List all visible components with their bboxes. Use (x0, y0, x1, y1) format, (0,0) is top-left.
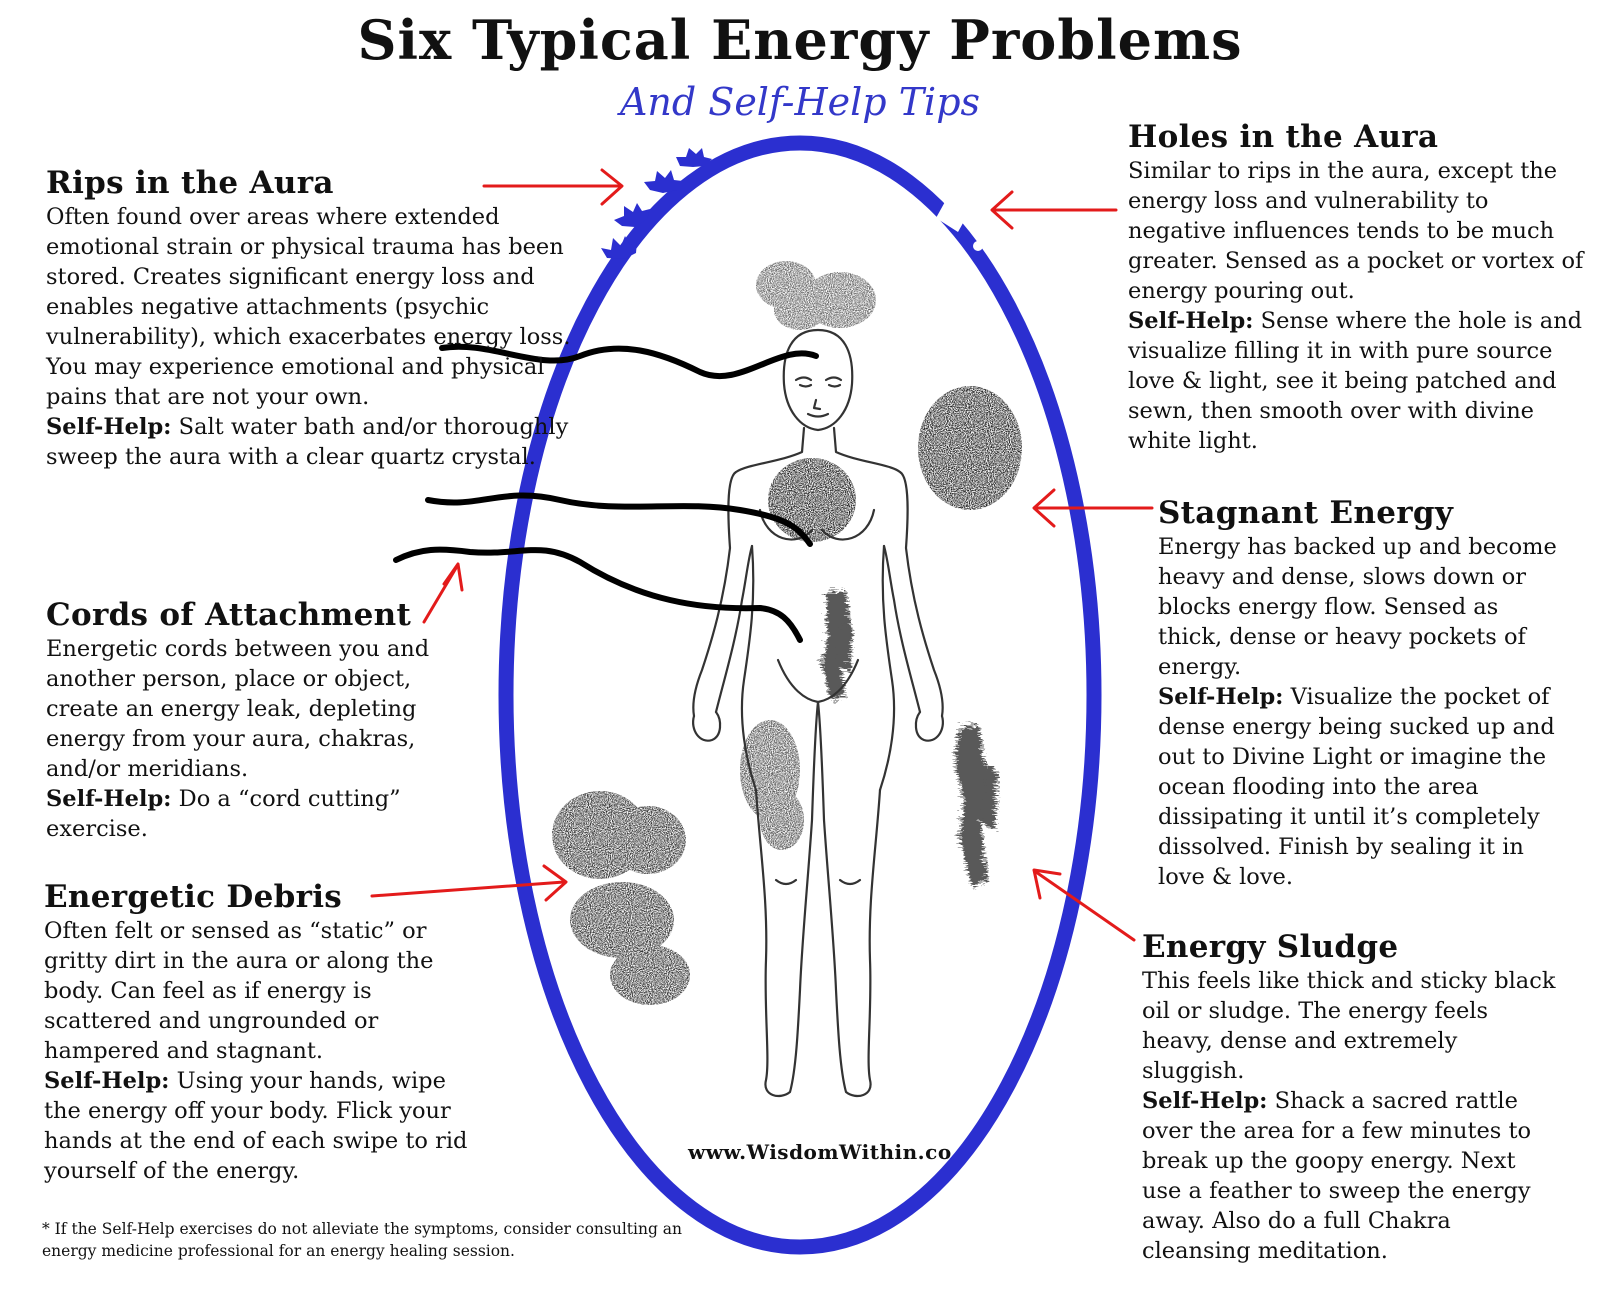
section-cords-title: Cords of Attachment (46, 597, 412, 633)
page-title: Six Typical Energy Problems (357, 8, 1243, 72)
aura-hole-mark (973, 241, 983, 251)
attachment-cords (393, 343, 819, 643)
section-stagnant: Stagnant Energy Energy has backed up and… (1158, 494, 1558, 892)
section-debris: Energetic Debris Often felt or sensed as… (44, 878, 484, 1186)
section-sludge-help-text: Shack a sacred rattle over the area for … (1142, 1088, 1532, 1264)
section-stagnant-help-text: Visualize the pocket of dense energy bei… (1158, 684, 1555, 890)
section-rips-title: Rips in the Aura (46, 165, 334, 201)
arrow-sludge (1032, 868, 1136, 942)
section-sludge-body: This feels like thick and sticky black o… (1142, 968, 1556, 1084)
self-help-label: Self-Help: (1158, 684, 1284, 710)
section-cords: Cords of Attachment Energetic cords betw… (46, 596, 466, 844)
section-cords-help-text: Do a “cord cutting” exercise. (46, 786, 401, 842)
section-debris-title: Energetic Debris (44, 879, 343, 915)
section-stagnant-title: Stagnant Energy (1158, 495, 1454, 531)
aura-rips (601, 148, 712, 259)
arrow-rips (482, 168, 624, 206)
human-figure (692, 328, 944, 1098)
self-help-label: Self-Help: (44, 1068, 170, 1094)
section-holes-help: Self-Help: Sense where the hole is and v… (1128, 306, 1588, 456)
section-rips: Rips in the Aura Often found over areas … (46, 164, 576, 472)
self-help-label: Self-Help: (1128, 308, 1254, 334)
section-stagnant-help: Self-Help: Visualize the pocket of dense… (1158, 682, 1558, 892)
section-debris-help: Self-Help: Using your hands, wipe the en… (44, 1066, 484, 1186)
section-rips-help: Self-Help: Salt water bath and/or thorou… (46, 412, 576, 472)
energy-marks (552, 261, 1022, 1005)
self-help-label: Self-Help: (1142, 1088, 1268, 1114)
energy-sludge-marks (818, 586, 994, 884)
arrow-cords (422, 562, 464, 624)
section-rips-body: Often found over areas where extended em… (46, 204, 571, 410)
self-help-label: Self-Help: (46, 414, 172, 440)
section-debris-body: Often felt or sensed as “static” or grit… (44, 918, 434, 1064)
section-debris-help-text: Using your hands, wipe the energy off yo… (44, 1068, 468, 1184)
footnote: * If the Self-Help exercises do not alle… (42, 1220, 683, 1260)
section-holes-body: Similar to rips in the aura, except the … (1128, 158, 1584, 304)
self-help-label: Self-Help: (46, 786, 172, 812)
arrow-debris (370, 864, 568, 902)
section-holes-title: Holes in the Aura (1128, 119, 1439, 155)
section-holes: Holes in the Aura Similar to rips in the… (1128, 118, 1588, 456)
aura-hole-gap (936, 200, 968, 232)
pointer-arrows (370, 168, 1154, 942)
section-stagnant-body: Energy has backed up and become heavy an… (1158, 534, 1557, 680)
section-cords-help: Self-Help: Do a “cord cutting” exercise. (46, 784, 466, 844)
page-subtitle: And Self-Help Tips (619, 80, 981, 124)
section-holes-help-text: Sense where the hole is and visualize fi… (1128, 308, 1583, 454)
section-sludge-help: Self-Help: Shack a sacred rattle over th… (1142, 1086, 1562, 1266)
arrow-stagnant (1032, 488, 1154, 528)
arrow-holes (990, 190, 1118, 230)
section-cords-body: Energetic cords between you and another … (46, 636, 430, 782)
aura-oval (498, 135, 1102, 1255)
website-link[interactable]: www.WisdomWithin.co (688, 1140, 952, 1164)
section-rips-help-text: Salt water bath and/or thoroughly sweep … (46, 414, 569, 470)
section-sludge: Energy Sludge This feels like thick and … (1142, 928, 1562, 1266)
section-sludge-title: Energy Sludge (1142, 929, 1399, 965)
